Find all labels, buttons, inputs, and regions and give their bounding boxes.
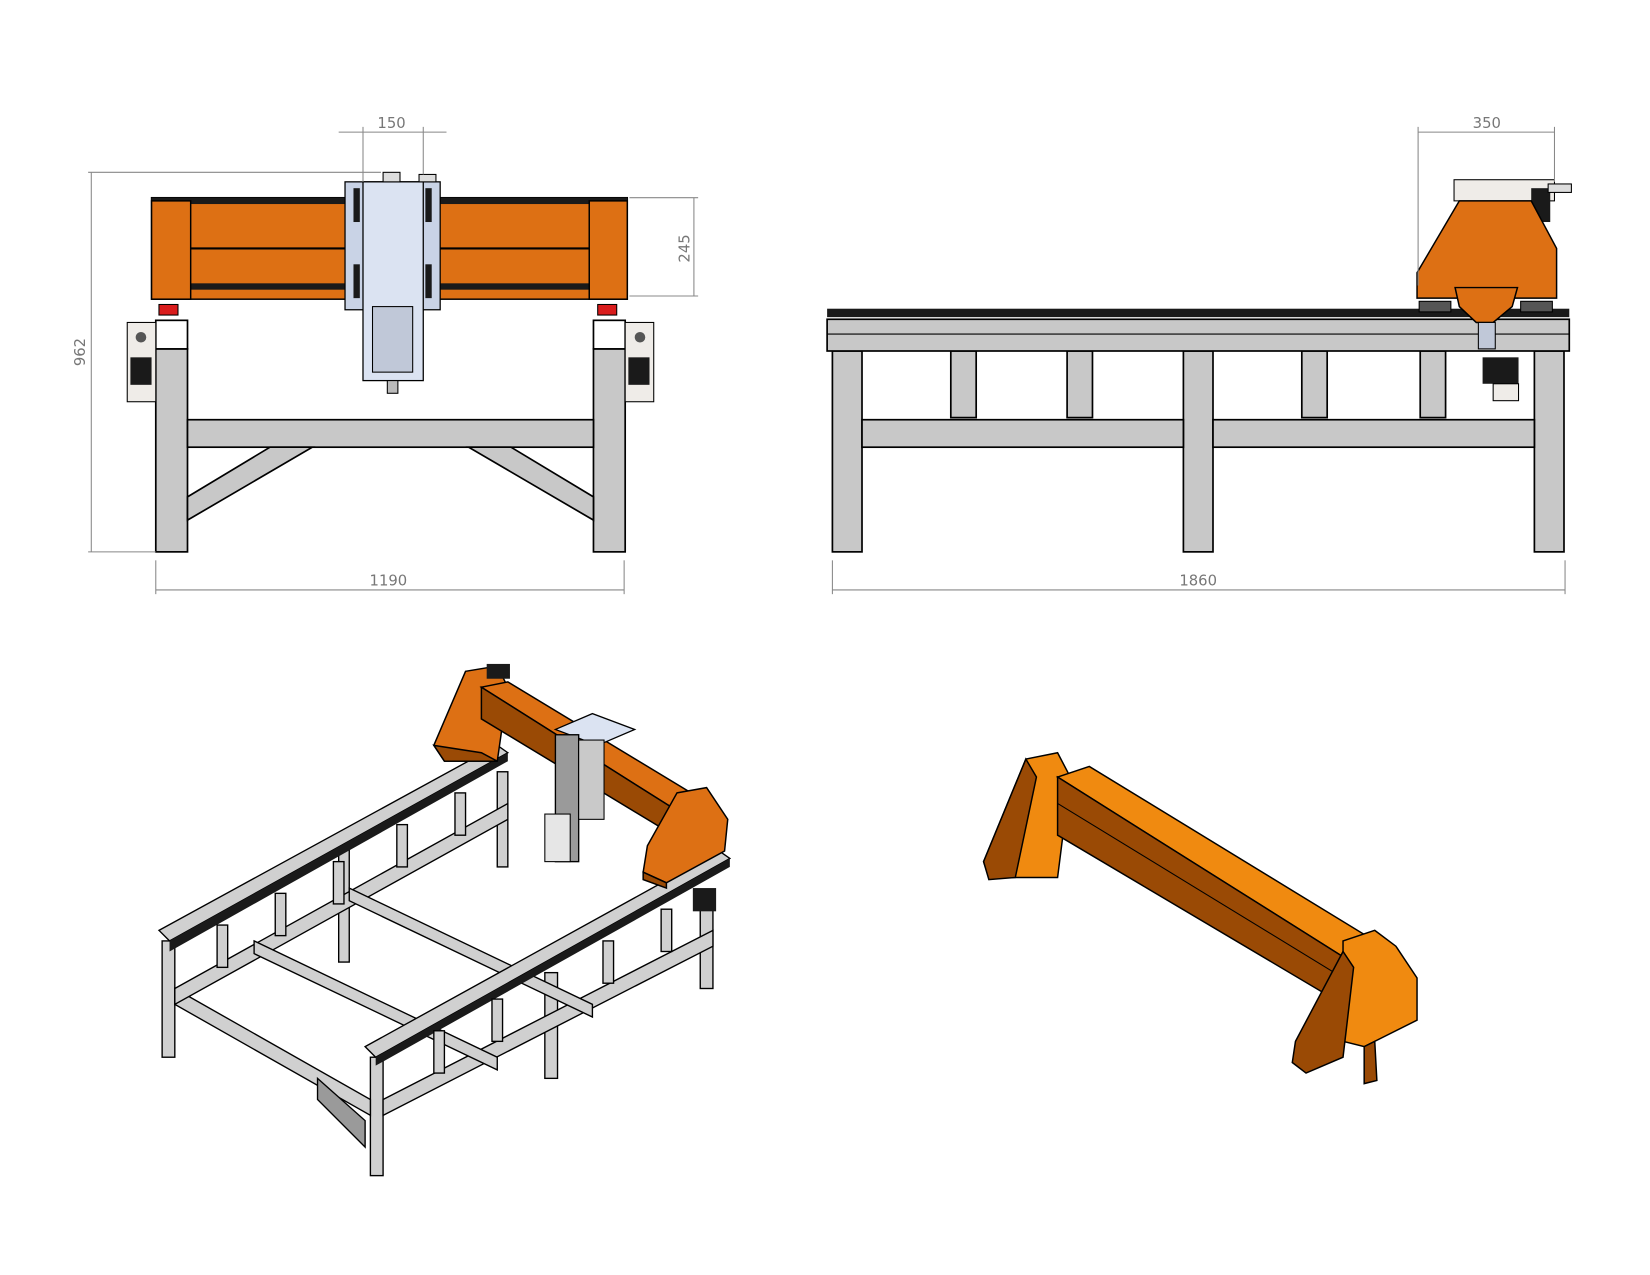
dim-overall-length: 1860 [1179,573,1217,590]
left-brace [186,446,316,522]
spindle [371,306,414,373]
dim-gantry-height: 245 [677,234,694,262]
crossbar [186,418,595,449]
isometric-machine-view [157,663,732,1177]
gantry-side-plate [1416,200,1558,299]
side-rail [826,318,1571,352]
dim-overall-width: 1190 [370,573,408,590]
side-view: 350 1860 [826,115,1572,595]
right-brace [465,446,595,522]
front-view: 962 1190 150 245 [72,115,699,595]
right-leg [592,348,627,553]
dim-gantry-depth: 350 [1473,115,1501,132]
dim-spindle-plate-width: 150 [377,115,405,132]
dim-overall-height: 962 [72,338,89,366]
left-leg [154,348,189,553]
isometric-gantry-view [982,751,1418,1085]
